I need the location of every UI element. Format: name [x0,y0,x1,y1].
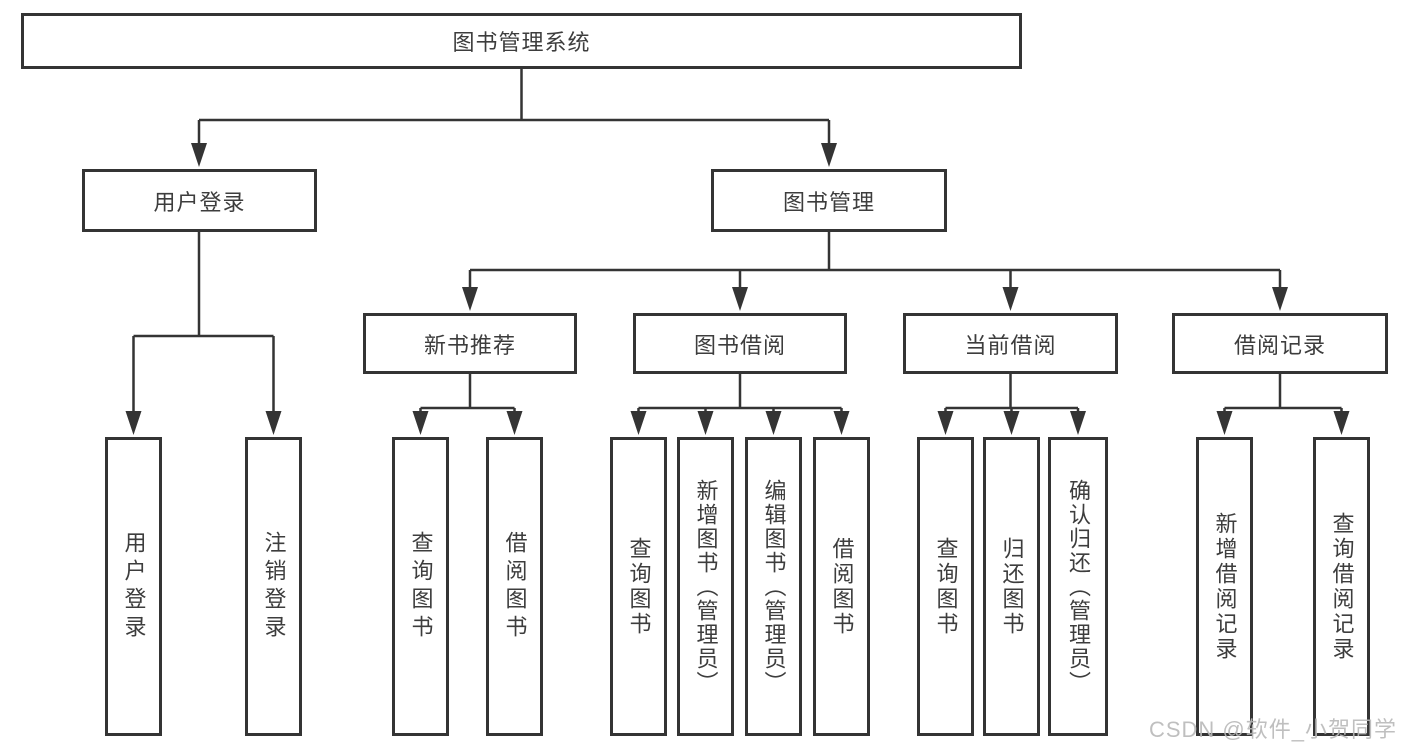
node-book-borrowing: 图书借阅 [633,313,847,374]
connector-bookborrow-to-leaves [630,374,850,435]
arrowhead-icon [937,411,954,435]
leaf-user-login: 用户登录 [105,437,162,736]
arrowhead-icon [630,411,647,435]
leaf-return-book: 归还图书 [983,437,1040,736]
arrowhead-icon [1272,287,1288,311]
leaf-borrow-books-recommend: 借阅图书 [486,437,543,736]
arrowhead-icon [191,143,207,167]
arrowhead-icon [462,287,478,311]
connector-newbook-to-leaves [412,374,523,435]
leaf-borrow-books: 借阅图书 [813,437,870,736]
leaf-query-books-current: 查询图书 [917,437,974,736]
connector-management-to-level3 [462,232,1288,311]
leaf-logout: 注销登录 [245,437,302,736]
leaf-add-book-admin: 新增图书（管理员） [677,437,734,736]
leaf-edit-book-admin: 编辑图书（管理员） [745,437,802,736]
node-book-management: 图书管理 [711,169,947,232]
node-user-login: 用户登录 [82,169,317,232]
connector-currentborrow-to-leaves [937,374,1086,435]
arrowhead-icon [1216,411,1233,435]
csdn-watermark: CSDN @软件_小贺同学 [1148,717,1397,742]
arrowhead-icon [1333,411,1350,435]
arrowhead-icon [125,411,142,435]
arrowhead-icon [821,143,837,167]
node-current-borrowing: 当前借阅 [903,313,1118,374]
leaf-query-books-recommend: 查询图书 [392,437,449,736]
arrowhead-icon [1003,411,1020,435]
node-borrowing-records: 借阅记录 [1172,313,1388,374]
arrowhead-icon [265,411,282,435]
arrowhead-icon [1070,411,1086,435]
leaf-confirm-return-admin: 确认归还（管理员） [1048,437,1108,736]
arrowhead-icon [732,287,748,311]
arrowhead-icon [412,411,429,435]
arrowhead-icon [697,411,714,435]
arrowhead-icon [833,411,850,435]
node-new-book-recommend: 新书推荐 [363,313,577,374]
connector-borrowrecord-to-leaves [1216,374,1350,435]
arrowhead-icon [765,411,782,435]
node-root-library-system: 图书管理系统 [21,13,1022,69]
leaf-query-books-borrow: 查询图书 [610,437,667,736]
leaf-query-borrow-record: 查询借阅记录 [1313,437,1370,736]
arrowhead-icon [1002,287,1019,311]
connector-root-to-level2 [191,69,837,167]
arrowhead-icon [506,411,523,435]
leaf-add-borrow-record: 新增借阅记录 [1196,437,1253,736]
connector-login-to-leaves [125,232,282,435]
